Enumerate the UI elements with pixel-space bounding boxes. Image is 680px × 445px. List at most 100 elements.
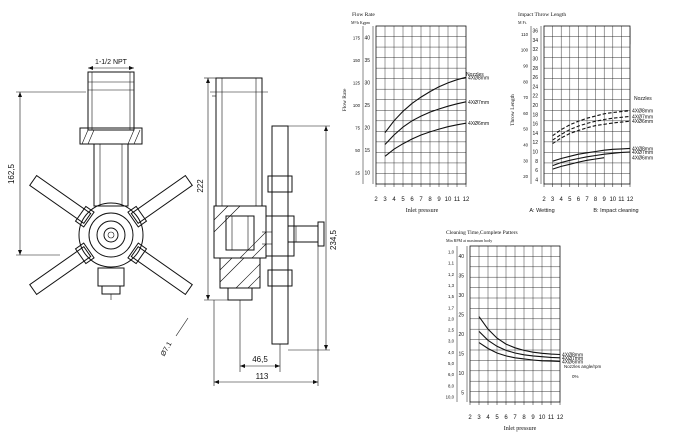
series-line — [478, 331, 561, 359]
x-tick-label: 5 — [495, 415, 499, 421]
y-tick-label-primary: 5 — [461, 390, 464, 396]
y-tick-label-primary: 10 — [364, 171, 370, 177]
x-tick-label: 3 — [551, 197, 555, 203]
y-tick-label-primary: 25 — [458, 312, 464, 318]
series-label: 4XØ6mm — [632, 119, 653, 125]
cleaning-chart-legend-title: Nozzles angle/rpm — [564, 364, 602, 369]
series-label: 4XØ8mm — [632, 146, 653, 152]
x-tick-label: 6 — [577, 197, 581, 203]
y-tick-label-secondary: 1,0 — [448, 250, 455, 255]
y-tick-label-secondary: 80 — [523, 79, 528, 84]
y-tick-label-secondary: 90 — [523, 64, 528, 69]
front-height-dimension: 162,5 — [7, 163, 16, 184]
series-line — [552, 120, 631, 145]
series-line — [478, 342, 561, 363]
y-tick-label-secondary: 20 — [523, 174, 528, 179]
cleaning-chart-grid — [456, 245, 561, 403]
x-tick-label: 2 — [374, 197, 378, 203]
y-tick-label-secondary: 10,0 — [446, 394, 455, 399]
y-tick-label-primary: 35 — [364, 58, 370, 64]
y-tick-label-secondary: 1,5 — [448, 294, 455, 299]
x-tick-label: 10 — [539, 415, 546, 421]
y-tick-label-secondary: 70 — [523, 95, 528, 100]
y-tick-label-primary: 12 — [532, 140, 538, 146]
x-tick-label: 7 — [419, 197, 423, 203]
x-tick-label: 2 — [542, 197, 546, 203]
y-tick-label-secondary: 4,0 — [448, 350, 455, 355]
throw-chart-xlabel-a: A: Wetting — [529, 208, 554, 214]
x-tick-label: 7 — [513, 415, 517, 421]
flow-chart-unit-label: M³/h Kgpm — [351, 20, 371, 25]
cleaning-time-chart: Cleaning Time,Complete Patters Min RPM a… — [446, 230, 602, 432]
series-line — [384, 101, 467, 145]
throw-chart-grid — [530, 25, 631, 185]
x-tick-label: 9 — [437, 197, 441, 203]
x-tick-label: 4 — [392, 197, 396, 203]
x-tick-label: 5 — [401, 197, 405, 203]
y-tick-label-primary: 30 — [364, 80, 370, 86]
y-tick-label-primary: 4 — [535, 177, 538, 183]
y-tick-label-secondary: 6,0 — [448, 372, 455, 377]
series-label: 4XØ6mm — [562, 360, 583, 366]
x-tick-label: 4 — [486, 415, 490, 421]
series-label: 4XØ6mm — [468, 121, 489, 127]
y-tick-label-secondary: 1,1 — [448, 261, 455, 266]
throw-chart-title: Impact Throw Length — [518, 12, 566, 18]
flow-chart-legend-title: Nozzles — [466, 72, 484, 78]
series-line — [384, 76, 467, 134]
throw-chart-xlabel-b: B: Impact cleaning — [593, 208, 638, 214]
y-tick-label-secondary: 50 — [523, 127, 528, 132]
y-tick-label-primary: 20 — [458, 332, 464, 338]
y-tick-label-primary: 22 — [532, 94, 538, 100]
series-label: 4XØ7mm — [468, 100, 489, 106]
x-tick-label: 5 — [568, 197, 572, 203]
throw-chart-ylabel: Throw Length — [510, 94, 516, 126]
y-tick-label-primary: 35 — [458, 273, 464, 279]
series-label: 4XØ7mm — [632, 150, 653, 156]
flow-chart-ylabel: Flow Rate — [342, 88, 348, 111]
series-line — [478, 316, 561, 356]
series-line — [552, 147, 631, 162]
cleaning-chart-legend-value: 0% — [572, 374, 579, 379]
y-tick-label-secondary: 175 — [353, 35, 361, 40]
cleaning-chart-title: Cleaning Time,Complete Patters — [446, 230, 518, 236]
y-tick-label-secondary: 5,0 — [448, 361, 455, 366]
y-tick-label-secondary: 100 — [353, 103, 361, 108]
y-tick-label-secondary: 1,3 — [448, 283, 455, 288]
y-tick-label-primary: 30 — [532, 57, 538, 63]
thread-size-label: 1-1/2 NPT — [95, 59, 128, 66]
flow-rate-chart: Flow Rate M³/h Kgpm Flow Rate Inlet pres… — [342, 12, 489, 214]
x-tick-label: 10 — [609, 197, 616, 203]
x-tick-label: 10 — [445, 197, 452, 203]
throw-chart-legend-title: Nozzles — [634, 96, 652, 102]
y-tick-label-secondary: 3,0 — [448, 339, 455, 344]
series-label: 4XØ6mm — [632, 156, 653, 162]
y-tick-label-primary: 20 — [364, 126, 370, 132]
x-tick-label: 11 — [548, 415, 555, 421]
x-tick-label: 12 — [627, 197, 634, 203]
y-tick-label-secondary: 110 — [521, 32, 528, 37]
x-tick-label: 11 — [454, 197, 461, 203]
cleaning-chart-unit-label: Min RPM at maximum body — [446, 238, 492, 243]
throw-chart-unit-label: M Ft. — [518, 20, 527, 25]
section-view-drawing: 222 234,5 46,5 113 — [196, 77, 338, 386]
series-line — [552, 157, 605, 170]
x-tick-label: 8 — [522, 415, 526, 421]
y-tick-label-secondary: 2,0 — [448, 316, 455, 321]
diameter-dimension: Ø7.1 — [160, 341, 174, 358]
y-tick-label-primary: 15 — [458, 351, 464, 357]
y-tick-label-primary: 26 — [532, 75, 538, 81]
x-tick-label: 11 — [618, 197, 625, 203]
y-tick-label-primary: 10 — [458, 371, 464, 377]
y-tick-label-secondary: 75 — [355, 126, 360, 131]
y-tick-label-primary: 10 — [532, 149, 538, 155]
y-tick-label-primary: 40 — [364, 35, 370, 41]
y-tick-label-primary: 15 — [364, 148, 370, 154]
y-tick-label-primary: 16 — [532, 122, 538, 128]
